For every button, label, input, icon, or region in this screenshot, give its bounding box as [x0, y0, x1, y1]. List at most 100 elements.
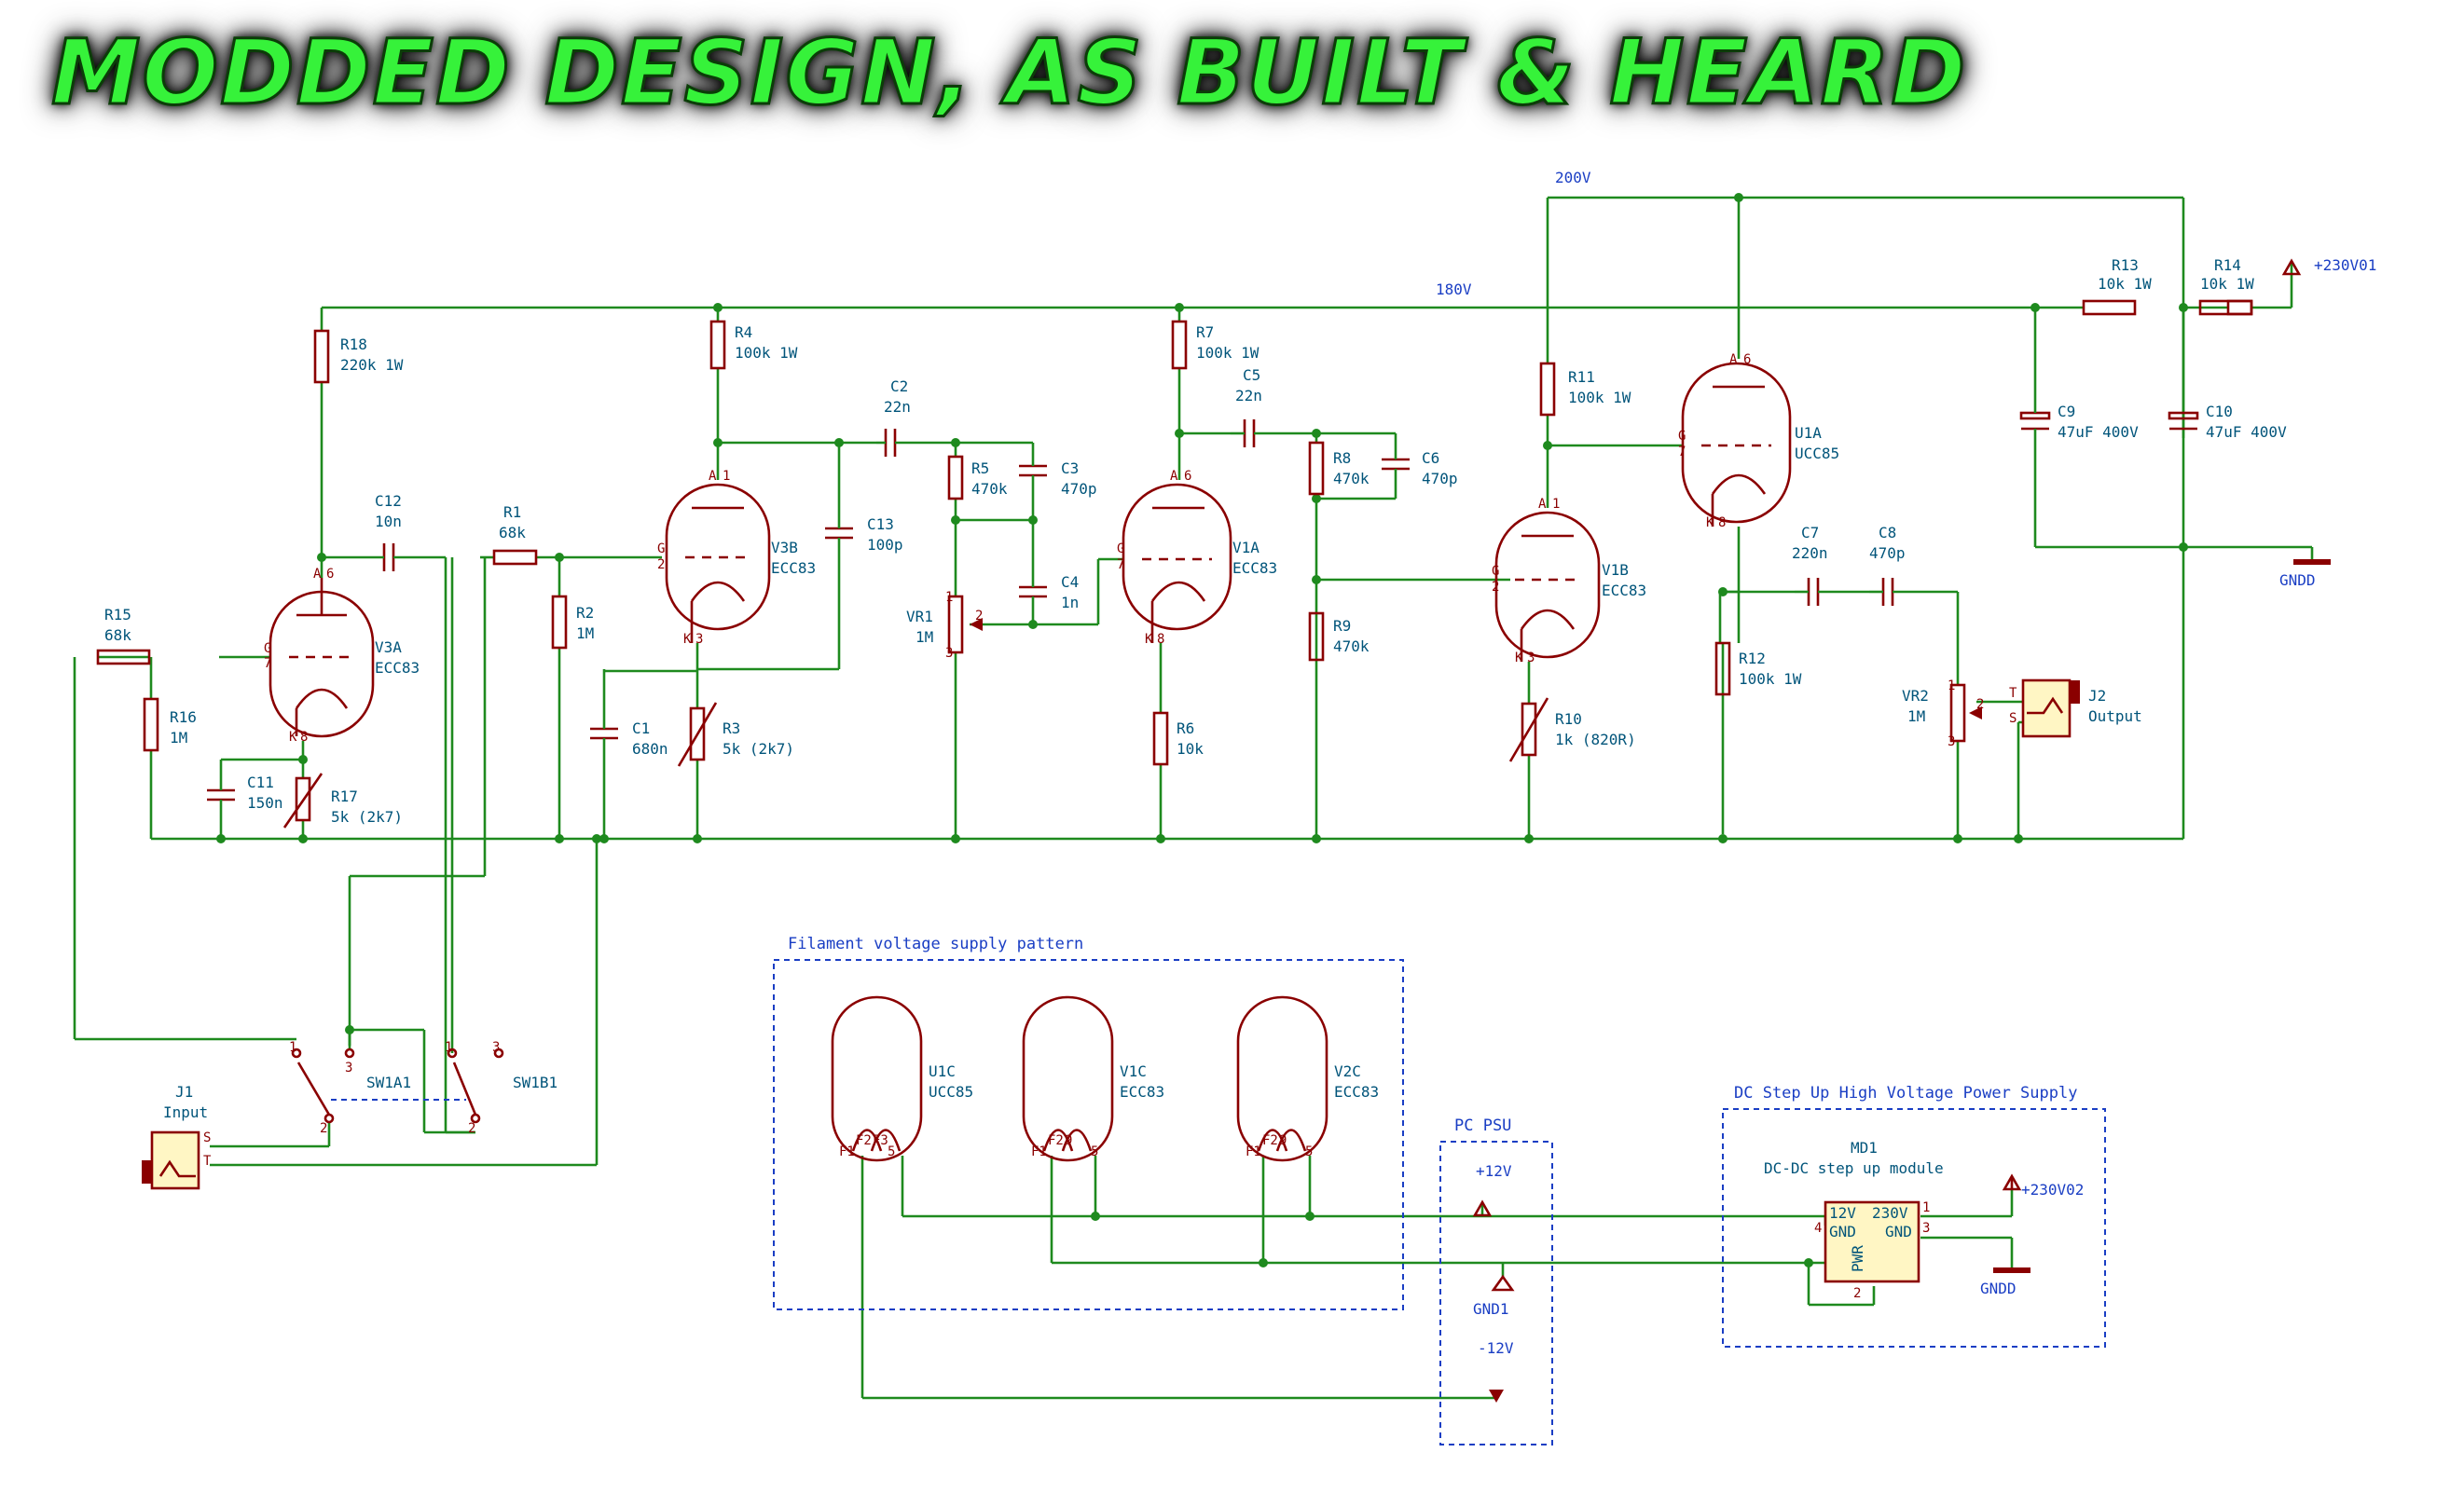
md1-pin-pwr: PWR: [1849, 1245, 1866, 1272]
dcdc-group-label: DC Step Up High Voltage Power Supply: [1734, 1084, 2077, 1103]
c2-ref: C2: [890, 377, 908, 395]
svg-text:S: S: [203, 1130, 211, 1145]
c10-ref: C10: [2206, 403, 2233, 420]
j2-ref: J2: [2088, 687, 2106, 705]
svg-text:1: 1: [1922, 1200, 1930, 1215]
svg-text:3: 3: [945, 646, 953, 661]
r1-ref: R1: [503, 503, 521, 521]
r16-ref: R16: [170, 708, 197, 726]
svg-text:3: 3: [345, 1061, 352, 1075]
r15-ref: R15: [104, 606, 131, 623]
c11-val: 150n: [247, 794, 283, 812]
c5-val: 22n: [1235, 387, 1262, 404]
svg-text:S: S: [2009, 711, 2017, 726]
svg-text:3: 3: [492, 1040, 500, 1055]
c11-ref: C11: [247, 774, 274, 791]
c9-ref: C9: [2058, 403, 2075, 420]
switches: [291, 1048, 504, 1124]
r10-val: 1k (820R): [1555, 731, 1636, 748]
r18-ref: R18: [340, 336, 367, 353]
r4-val: 100k 1W: [735, 344, 798, 362]
svg-text:T: T: [203, 1154, 212, 1169]
u1c-val: UCC85: [929, 1083, 973, 1101]
net-200v: 200V: [1555, 169, 1591, 186]
svg-text:A: A: [1538, 497, 1547, 512]
r4-ref: R4: [735, 323, 752, 341]
tubes: [268, 362, 1792, 738]
r1-val: 68k: [499, 524, 526, 541]
c6-ref: C6: [1422, 449, 1439, 467]
v1a-ref: V1A: [1232, 539, 1260, 556]
net-230v02: +230V02: [2021, 1181, 2084, 1199]
j1-ref: J1: [175, 1083, 193, 1101]
svg-text:7: 7: [1678, 445, 1686, 459]
net-plus12v: +12V: [1476, 1162, 1512, 1180]
svg-text:9: 9: [1279, 1133, 1287, 1148]
net-gndd-main: GNDD: [2279, 571, 2316, 589]
svg-text:2: 2: [1853, 1286, 1861, 1301]
net-180v: 180V: [1436, 281, 1472, 298]
vr2-ref: VR2: [1902, 687, 1929, 705]
v1b-ref: V1B: [1602, 561, 1629, 579]
svg-text:7: 7: [264, 656, 271, 671]
r7-ref: R7: [1196, 323, 1214, 341]
c12-val: 10n: [375, 513, 402, 530]
psu-symbols: [1472, 258, 2331, 1403]
svg-text:1: 1: [289, 1040, 296, 1055]
svg-text:4: 4: [1814, 1221, 1822, 1236]
c13-ref: C13: [867, 515, 894, 533]
v3a-val: ECC83: [375, 659, 420, 677]
junctions: [216, 193, 2188, 1267]
component-labels: R18 220k 1W R4 100k 1W R7 100k 1W R11 10…: [104, 256, 2287, 1272]
svg-text:8: 8: [1157, 632, 1164, 647]
r12-val: 100k 1W: [1739, 670, 1802, 688]
r13-val: 10k 1W: [2098, 275, 2152, 293]
v3a-ref: V3A: [375, 638, 402, 656]
c8-val: 470p: [1869, 544, 1906, 562]
heater-tubes: [831, 995, 1328, 1162]
svg-text:G: G: [264, 641, 271, 656]
v2c-ref: V2C: [1334, 1062, 1361, 1080]
svg-text:2: 2: [320, 1121, 327, 1136]
j2-val: Output: [2088, 707, 2142, 725]
svg-text:8: 8: [1718, 515, 1726, 530]
svg-text:8: 8: [300, 730, 308, 745]
r11-ref: R11: [1568, 368, 1595, 386]
svg-text:6: 6: [326, 567, 334, 582]
c4-ref: C4: [1061, 573, 1079, 591]
r11-val: 100k 1W: [1568, 389, 1631, 406]
r17-val: 5k (2k7): [331, 808, 403, 826]
vr2-val: 1M: [1907, 707, 1925, 725]
r16-val: 1M: [170, 729, 187, 747]
svg-text:2: 2: [1492, 580, 1499, 595]
v2c-val: ECC83: [1334, 1083, 1379, 1101]
svg-text:2: 2: [1976, 697, 1984, 712]
resistors: [96, 299, 2253, 766]
c13-val: 100p: [867, 536, 903, 554]
sw1b-ref: SW1B1: [513, 1074, 557, 1091]
svg-text:T: T: [2009, 686, 2017, 701]
v1c-ref: V1C: [1120, 1062, 1147, 1080]
svg-text:G: G: [1492, 564, 1499, 579]
c10-val: 47uF 400V: [2206, 423, 2287, 441]
svg-text:2: 2: [975, 609, 983, 623]
r18-val: 220k 1W: [340, 356, 404, 374]
r6-ref: R6: [1177, 719, 1194, 737]
r14-val: 10k 1W: [2200, 275, 2254, 293]
v1b-val: ECC83: [1602, 582, 1646, 599]
r3-val: 5k (2k7): [723, 740, 794, 758]
c1-ref: C1: [632, 719, 650, 737]
r13-ref: R13: [2112, 256, 2139, 274]
svg-text:K: K: [683, 632, 692, 647]
net-labels: 200V 180V +230V01 +230V02 GNDD GNDD +12V…: [1436, 169, 2376, 1357]
svg-text:F1: F1: [1031, 1144, 1047, 1159]
c7-val: 220n: [1792, 544, 1828, 562]
dcdc-module: [1824, 1200, 1920, 1283]
c7-ref: C7: [1801, 524, 1819, 541]
r6-val: 10k: [1177, 740, 1204, 758]
jacks: [142, 678, 2080, 1190]
u1a-ref: U1A: [1795, 424, 1822, 442]
md1-pin-230v: 230V: [1872, 1204, 1908, 1222]
